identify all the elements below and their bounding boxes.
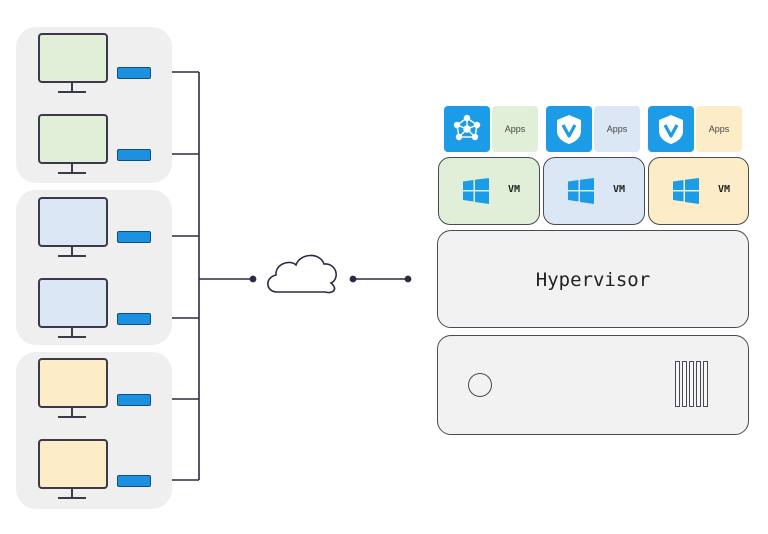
network-card bbox=[117, 231, 151, 243]
windows-logo-icon bbox=[673, 178, 699, 204]
monitor-icon bbox=[38, 114, 108, 176]
apps-chip: Apps bbox=[696, 106, 742, 152]
windows-logo-icon bbox=[463, 178, 489, 204]
apps-chip: Apps bbox=[594, 106, 640, 152]
power-button-icon bbox=[468, 373, 492, 397]
vue-shield-icon bbox=[648, 106, 694, 152]
server-chassis-icon bbox=[437, 335, 749, 435]
network-card bbox=[117, 313, 151, 325]
network-card bbox=[117, 149, 151, 161]
vm-label: VM bbox=[508, 184, 521, 195]
drive-bay bbox=[689, 361, 694, 407]
network-graph-icon bbox=[444, 106, 490, 152]
vm-box: VM bbox=[543, 157, 645, 225]
monitor-icon bbox=[38, 358, 108, 420]
hypervisor-box: Hypervisor bbox=[437, 230, 749, 328]
cloud-icon bbox=[267, 254, 337, 294]
monitor-icon bbox=[38, 439, 108, 501]
vue-shield-icon bbox=[546, 106, 592, 152]
windows-logo-icon bbox=[568, 178, 594, 204]
network-card bbox=[117, 67, 151, 79]
monitor-icon bbox=[38, 278, 108, 340]
monitor-icon bbox=[38, 33, 108, 95]
link-dot bbox=[249, 275, 257, 283]
drive-bay bbox=[675, 361, 680, 407]
hypervisor-label: Hypervisor bbox=[535, 269, 651, 291]
link-dot bbox=[349, 275, 357, 283]
vm-box: VM bbox=[648, 157, 749, 225]
vm-label: VM bbox=[613, 184, 626, 195]
network-card bbox=[117, 475, 151, 487]
drive-bay bbox=[696, 361, 701, 407]
link-dot bbox=[404, 275, 412, 283]
vm-label: VM bbox=[718, 184, 731, 195]
network-card bbox=[117, 394, 151, 406]
drive-bay bbox=[682, 361, 687, 407]
drive-bay bbox=[703, 361, 708, 407]
apps-chip: Apps bbox=[492, 106, 538, 152]
monitor-icon bbox=[38, 197, 108, 259]
vm-box: VM bbox=[438, 157, 540, 225]
